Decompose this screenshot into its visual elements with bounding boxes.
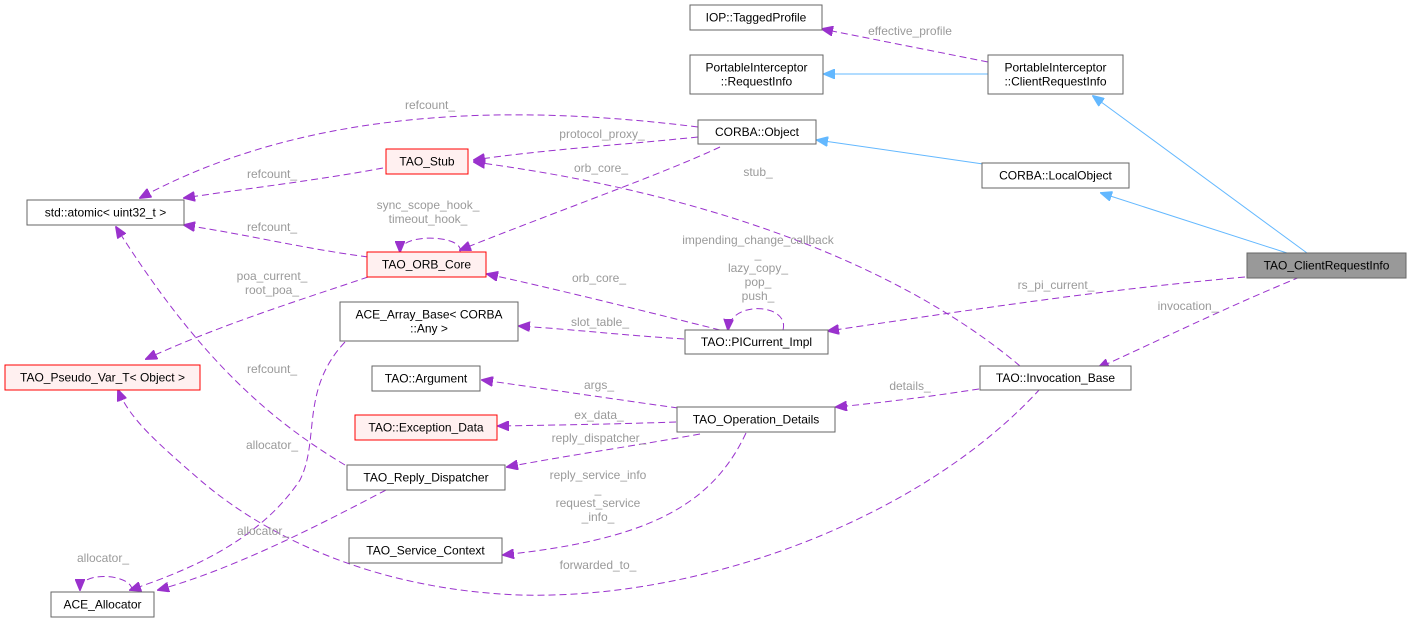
edge-label-orb-core-pi: orb_core_ — [572, 271, 626, 285]
edge-label-reply-dispatcher: reply_dispatcher_ — [552, 431, 647, 445]
edge-label-protocol-proxy: protocol_proxy_ — [559, 127, 645, 141]
edge-forwarded-to — [118, 389, 1041, 596]
edge-label-details: details_ — [889, 379, 931, 393]
edge-label-refcount-orb: refcount_ — [247, 220, 297, 234]
node-label: TAO::Invocation_Base — [996, 371, 1116, 385]
node-label: TAO::Argument — [385, 372, 468, 386]
node-portableinterceptor-requestinfo[interactable]: PortableInterceptor::RequestInfo — [689, 54, 824, 95]
edge-args — [482, 380, 679, 409]
edge-label-rs-pi-current: rs_pi_current_ — [1018, 278, 1095, 292]
node-ace-array-base-corba-any[interactable]: ACE_Array_Base< CORBA::Any > — [339, 301, 519, 342]
edge-label-refcount-object: refcount_ — [405, 98, 455, 112]
node-corba-object[interactable]: CORBA::Object — [697, 119, 817, 145]
edge-label-allocator-reply: allocator_ — [237, 524, 289, 538]
edge-sync-hooks-self — [400, 237, 461, 252]
edge-effective-profile — [822, 29, 989, 63]
edge-label-refcount-reply: refcount_ — [247, 362, 297, 376]
node-std-atomic-uint32[interactable]: std::atomic< uint32_t > — [26, 199, 185, 226]
node-label: TAO_Service_Context — [366, 544, 485, 558]
edge-refcount-orb-to-atomic — [184, 225, 369, 258]
edge-protocol-proxy — [474, 136, 699, 160]
edge-label-allocator-self: allocator_ — [77, 551, 129, 565]
edge-label-sync-hooks: sync_scope_hook_timeout_hook_ — [377, 198, 480, 226]
edge-label-poa: poa_current_root_poa_ — [237, 269, 308, 297]
edge-orb-core-pi — [487, 274, 721, 331]
edge-stub — [474, 162, 1021, 367]
edge-label-allocator-array: allocator_ — [246, 438, 298, 452]
node-label: TAO_Pseudo_Var_T< Object > — [20, 371, 185, 385]
node-label: CORBA::LocalObject — [999, 169, 1112, 183]
node-label: TAO_Stub — [399, 155, 454, 169]
node-tao-reply-dispatcher[interactable]: TAO_Reply_Dispatcher — [346, 464, 506, 491]
node-label: PortableInterceptor::RequestInfo — [705, 61, 807, 89]
node-label: TAO::PICurrent_Impl — [701, 335, 812, 349]
edge-slot-table — [519, 326, 685, 340]
edge-ex-data — [498, 422, 677, 426]
edge-label-service-info: reply_service_info_request_service_info_ — [550, 468, 647, 524]
edge-service-info — [503, 432, 747, 555]
node-tao-orb-core[interactable]: TAO_ORB_Core — [366, 251, 487, 278]
edge-poa — [146, 276, 369, 359]
node-tao-operation-details[interactable]: TAO_Operation_Details — [676, 406, 836, 433]
node-iop-taggedprofile[interactable]: IOP::TaggedProfile — [689, 4, 823, 31]
node-corba-localobject[interactable]: CORBA::LocalObject — [981, 162, 1130, 189]
edge-orb-core-object — [460, 146, 721, 250]
edge-label-invocation: invocation_ — [1158, 299, 1219, 313]
node-tao-invocation-base[interactable]: TAO::Invocation_Base — [979, 365, 1132, 391]
node-tao-picurrent-impl[interactable]: TAO::PICurrent_Impl — [684, 329, 829, 355]
node-label: CORBA::Object — [715, 125, 800, 139]
edge-refcount-reply-to-atomic — [116, 227, 346, 466]
node-label: TAO_Operation_Details — [693, 413, 820, 427]
node-label: ACE_Array_Base< CORBA::Any > — [355, 308, 502, 336]
edge-label-slot-table: slot_table_ — [571, 315, 629, 329]
node-portableinterceptor-clientrequestinfo[interactable]: PortableInterceptor::ClientRequestInfo — [987, 54, 1124, 95]
node-tao-argument[interactable]: TAO::Argument — [371, 365, 481, 392]
edge-label-args: args_ — [584, 378, 614, 392]
node-label: TAO_Reply_Dispatcher — [363, 471, 488, 485]
node-label: PortableInterceptor::ClientRequestInfo — [1004, 61, 1106, 89]
edge-label-refcount-stub: refcount_ — [247, 167, 297, 181]
edge-pi-current-self — [728, 308, 784, 330]
edge-label-ex-data: ex_data_ — [574, 408, 624, 422]
node-label: TAO::Exception_Data — [368, 421, 483, 435]
edge-reply-dispatcher — [507, 433, 701, 467]
node-label: std::atomic< uint32_t > — [45, 206, 166, 220]
edge-invocation — [1098, 276, 1301, 368]
node-tao-clientrequestinfo[interactable]: TAO_ClientRequestInfo — [1246, 252, 1407, 279]
node-label: TAO_ORB_Core — [382, 258, 471, 272]
edge-refcount-stub-to-atomic — [184, 167, 384, 198]
edge-details — [836, 388, 980, 407]
edge-label-forwarded-to: forwarded_to_ — [560, 558, 637, 572]
node-tao-pseudo-var-object[interactable]: TAO_Pseudo_Var_T< Object > — [4, 364, 201, 391]
edge-allocator-reply — [158, 489, 387, 590]
node-label: IOP::TaggedProfile — [706, 11, 807, 25]
edge-label-orb-core-object: orb_core_ — [574, 161, 628, 175]
edge-allocator-array — [130, 341, 346, 590]
edge-label-stub: stub_ — [743, 165, 773, 179]
node-label: TAO_ClientRequestInfo — [1264, 259, 1390, 273]
node-ace-allocator[interactable]: ACE_Allocator — [50, 591, 155, 618]
node-tao-exception-data[interactable]: TAO::Exception_Data — [354, 414, 498, 441]
edge-label-pi-current-self: impending_change_callback_lazy_copy_pop_… — [682, 233, 834, 303]
node-tao-stub[interactable]: TAO_Stub — [385, 148, 469, 175]
edge-localobject-to-corbaobject — [817, 140, 984, 165]
edge-tao-clientrequestinfo-to-localobject — [1101, 193, 1288, 254]
node-label: ACE_Allocator — [63, 598, 141, 612]
edge-allocator-self — [80, 576, 133, 590]
edge-label-effective-profile: effective_profile — [868, 24, 952, 38]
node-tao-service-context[interactable]: TAO_Service_Context — [348, 537, 503, 564]
edge-rs-pi-current — [828, 276, 1246, 331]
edge-tao-clientrequestinfo-to-pi-clientrequestinfo — [1093, 96, 1308, 254]
